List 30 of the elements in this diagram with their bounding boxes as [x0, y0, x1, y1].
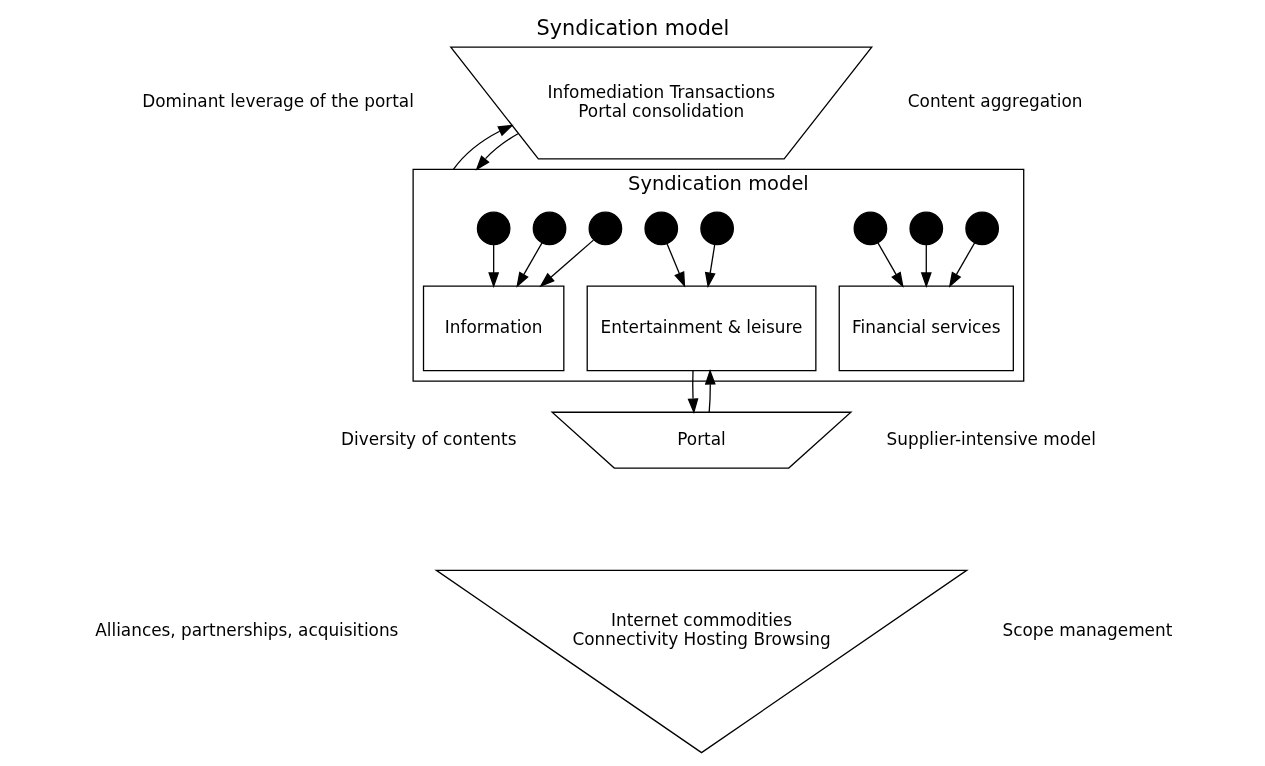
- arrow: [920, 244, 932, 288]
- node-box: Entertainment & leisure: [586, 285, 816, 372]
- arrow: [452, 124, 514, 170]
- label: Alliances, partnerships, acquisitions: [94, 619, 398, 640]
- node-circle: [699, 211, 734, 246]
- diagram-title: Syndication model: [536, 16, 729, 41]
- arrow: [665, 243, 685, 288]
- label: Supplier-intensive model: [886, 428, 1096, 449]
- node-circle: [532, 211, 566, 246]
- arrow: [538, 239, 594, 288]
- arrow: [475, 133, 519, 171]
- node-circle: [476, 211, 511, 246]
- arrow: [487, 244, 499, 288]
- arrow: [876, 242, 904, 288]
- node-circle: [643, 211, 678, 246]
- arrow: [687, 370, 698, 415]
- node-circle: [588, 211, 622, 246]
- node-circle: [908, 211, 943, 246]
- arrow: [948, 242, 975, 288]
- label: Scope management: [1001, 619, 1172, 640]
- label: Dominant leverage of the portal: [141, 91, 414, 112]
- arrow: [704, 243, 716, 288]
- node-box: Financial services: [838, 285, 1014, 372]
- node-circle: [964, 211, 999, 246]
- label: Diversity of contents: [340, 428, 516, 449]
- arrow: [515, 242, 543, 288]
- node-box: Information: [422, 285, 564, 372]
- label: Content aggregation: [907, 91, 1082, 112]
- arrow: [704, 369, 716, 413]
- node-circle: [853, 211, 887, 246]
